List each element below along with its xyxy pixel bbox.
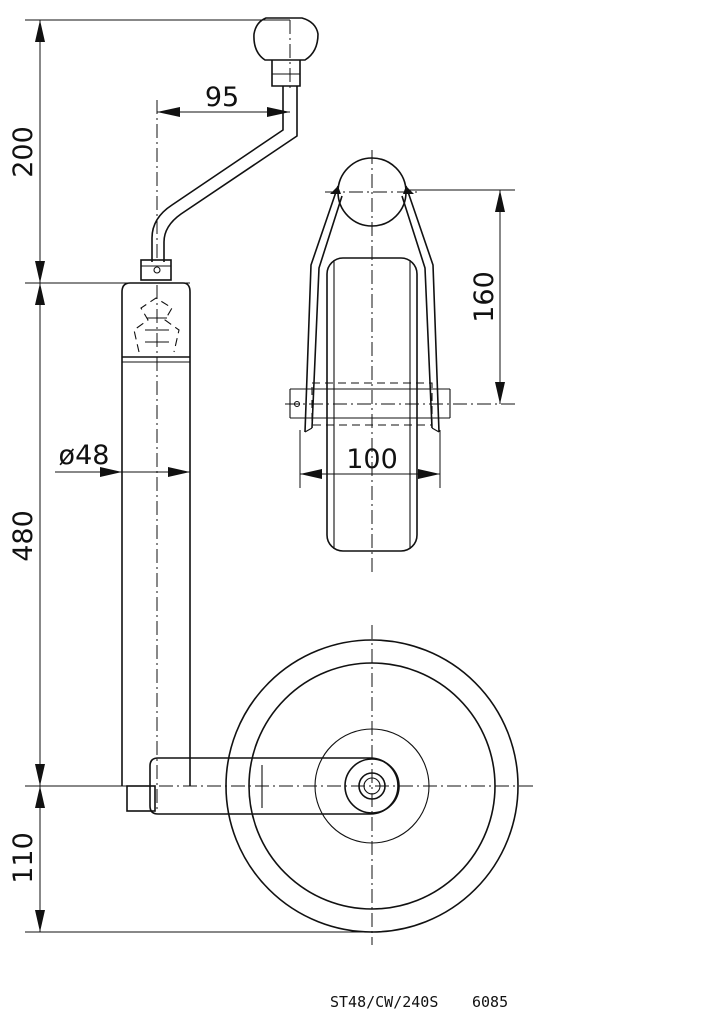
tube-diameter-dimension: ø48 (55, 440, 190, 477)
jack-tube (121, 282, 191, 812)
reference-code: ST48/CW/240S (330, 993, 438, 1011)
dim-crank-height: 200 (8, 126, 39, 178)
left-dimension-chain: 200 480 110 (8, 19, 370, 933)
reference-label: ST48/CW/240S 6085 (330, 993, 508, 1011)
dim-tube-diameter: ø48 (59, 440, 110, 471)
dim-tube-length: 480 (8, 510, 39, 562)
fork-height-dimension: 160 (406, 189, 515, 404)
crank-offset-dimension: 95 (157, 82, 290, 117)
dim-wheel-width: 100 (346, 444, 398, 475)
side-view-wheel (135, 625, 535, 945)
dim-crank-offset: 95 (205, 82, 239, 113)
crank-handle (140, 17, 319, 281)
front-view-wheel-fork (285, 150, 515, 575)
reference-number: 6085 (472, 993, 508, 1011)
dim-wheel-offset: 110 (8, 832, 39, 884)
wheel-width-dimension: 100 (299, 430, 441, 488)
dim-fork-height: 160 (469, 271, 500, 323)
